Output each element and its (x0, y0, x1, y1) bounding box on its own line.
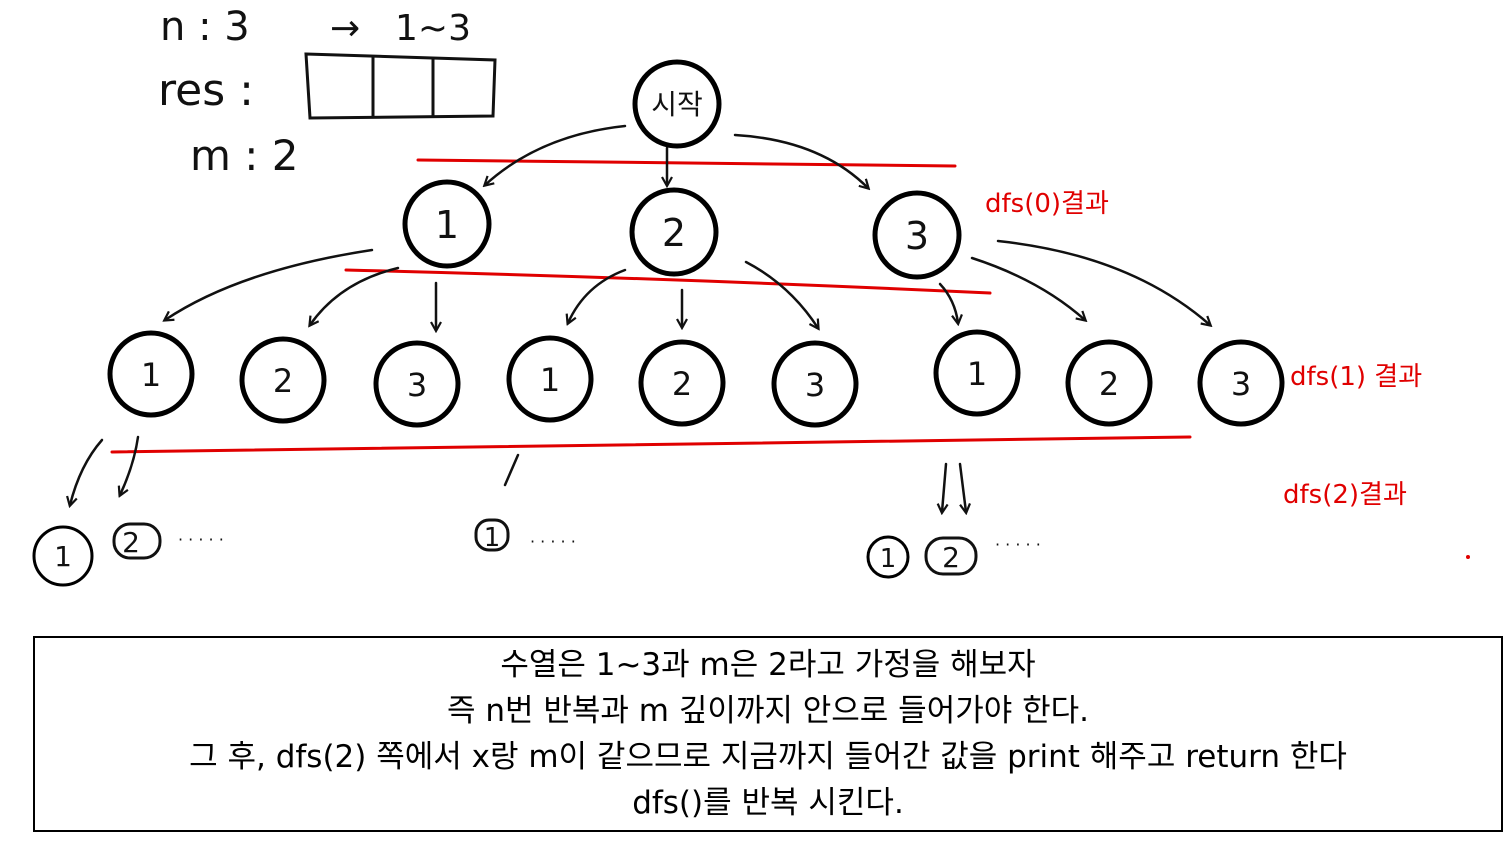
edge-root-3 (733, 133, 868, 188)
level2-node: 1 (107, 330, 195, 418)
level2-node: 3 (1197, 339, 1285, 427)
leaf-label: 2 (942, 541, 960, 574)
level2-node: 3 (373, 340, 461, 428)
res-array-box (304, 52, 497, 120)
n-label: n : 3 (160, 4, 250, 50)
edge-1-2 (310, 266, 400, 325)
edge-1-1 (165, 248, 374, 320)
leaf-label: 1 (880, 544, 897, 574)
caption-box: 수열은 1~3과 m은 2라고 가정을 해보자 즉 n번 반복과 m 깊이까지 … (33, 636, 1503, 832)
leaf-label: 1 (484, 523, 501, 553)
dfs0-annotation: dfs(0)결과 (985, 189, 1109, 219)
root-label: 시작 (651, 88, 703, 121)
level1-node: 1 (402, 179, 492, 269)
edge-leaf-b (120, 435, 140, 495)
level2-label: 2 (672, 365, 692, 403)
level2-label: 1 (540, 361, 560, 399)
level2-label: 3 (1231, 365, 1251, 403)
level2-label: 3 (805, 366, 825, 404)
leaf-node: 1 (474, 518, 510, 553)
leaf-node: 1 (32, 525, 94, 587)
dfs0-separator (416, 158, 957, 168)
range-label: 1~3 (395, 8, 471, 49)
leaf-node: 2 (924, 536, 978, 576)
ellipsis: · · · · · (995, 535, 1041, 554)
dfs1-annotation: dfs(1) 결과 (1290, 362, 1422, 392)
ellipsis: · · · · · (178, 530, 224, 549)
level1-node: 3 (872, 190, 962, 280)
level1-label: 3 (905, 214, 929, 258)
dfs1-separator (344, 268, 992, 295)
caption-line: 수열은 1~3과 m은 2라고 가정을 해보자 (500, 647, 1036, 683)
edge-leaf-d (942, 462, 946, 512)
caption-line: 즉 n번 반복과 m 깊이까지 안으로 들어가야 한다. (446, 693, 1090, 729)
edge-2-3 (744, 260, 818, 328)
dfs2-separator (110, 435, 1192, 454)
leaf-node: 1 (866, 535, 910, 579)
level1-label: 1 (435, 203, 459, 247)
leaf-node: 2 (112, 522, 162, 560)
edge-2-1 (568, 268, 627, 323)
arrow-icon: → (330, 8, 360, 49)
root-node: 시작 (632, 59, 722, 149)
level2-label: 1 (967, 355, 987, 393)
caption-line: dfs()를 반복 시킨다. (632, 785, 904, 821)
red-dot (1466, 555, 1470, 559)
level2-node: 1 (506, 335, 594, 423)
level2-node: 3 (771, 340, 859, 428)
edge-leaf-c (503, 453, 520, 487)
edge-leaf-a (70, 438, 104, 505)
edge-leaf-e (958, 462, 966, 512)
level2-label: 3 (407, 366, 427, 404)
edge-3-1 (938, 282, 958, 323)
dfs2-annotation: dfs(2)결과 (1283, 480, 1407, 510)
level2-node: 2 (239, 336, 327, 424)
level2-label: 2 (1099, 365, 1119, 403)
dfs-tree-diagram: n : 3 → 1~3 res : m : 2 dfs(0)결과 dfs(1) … (32, 4, 1470, 587)
level1-label: 2 (662, 211, 686, 255)
level2-node: 1 (933, 329, 1021, 417)
leaf-label: 1 (54, 540, 72, 573)
level2-node: 2 (638, 339, 726, 427)
res-label: res : (158, 65, 254, 116)
level2-node: 2 (1065, 339, 1153, 427)
edge-3-2 (970, 256, 1085, 320)
caption-line: 그 후, dfs(2) 쪽에서 x랑 m이 같으므로 지금까지 들어간 값을 p… (189, 739, 1347, 775)
level2-label: 2 (273, 362, 293, 400)
ellipsis: · · · · · (530, 532, 576, 551)
edge-3-3 (996, 239, 1210, 325)
level2-label: 1 (141, 356, 161, 394)
leaf-label: 2 (122, 526, 140, 559)
m-label: m : 2 (190, 131, 299, 180)
edge-root-1 (485, 124, 627, 185)
level1-node: 2 (629, 187, 719, 277)
